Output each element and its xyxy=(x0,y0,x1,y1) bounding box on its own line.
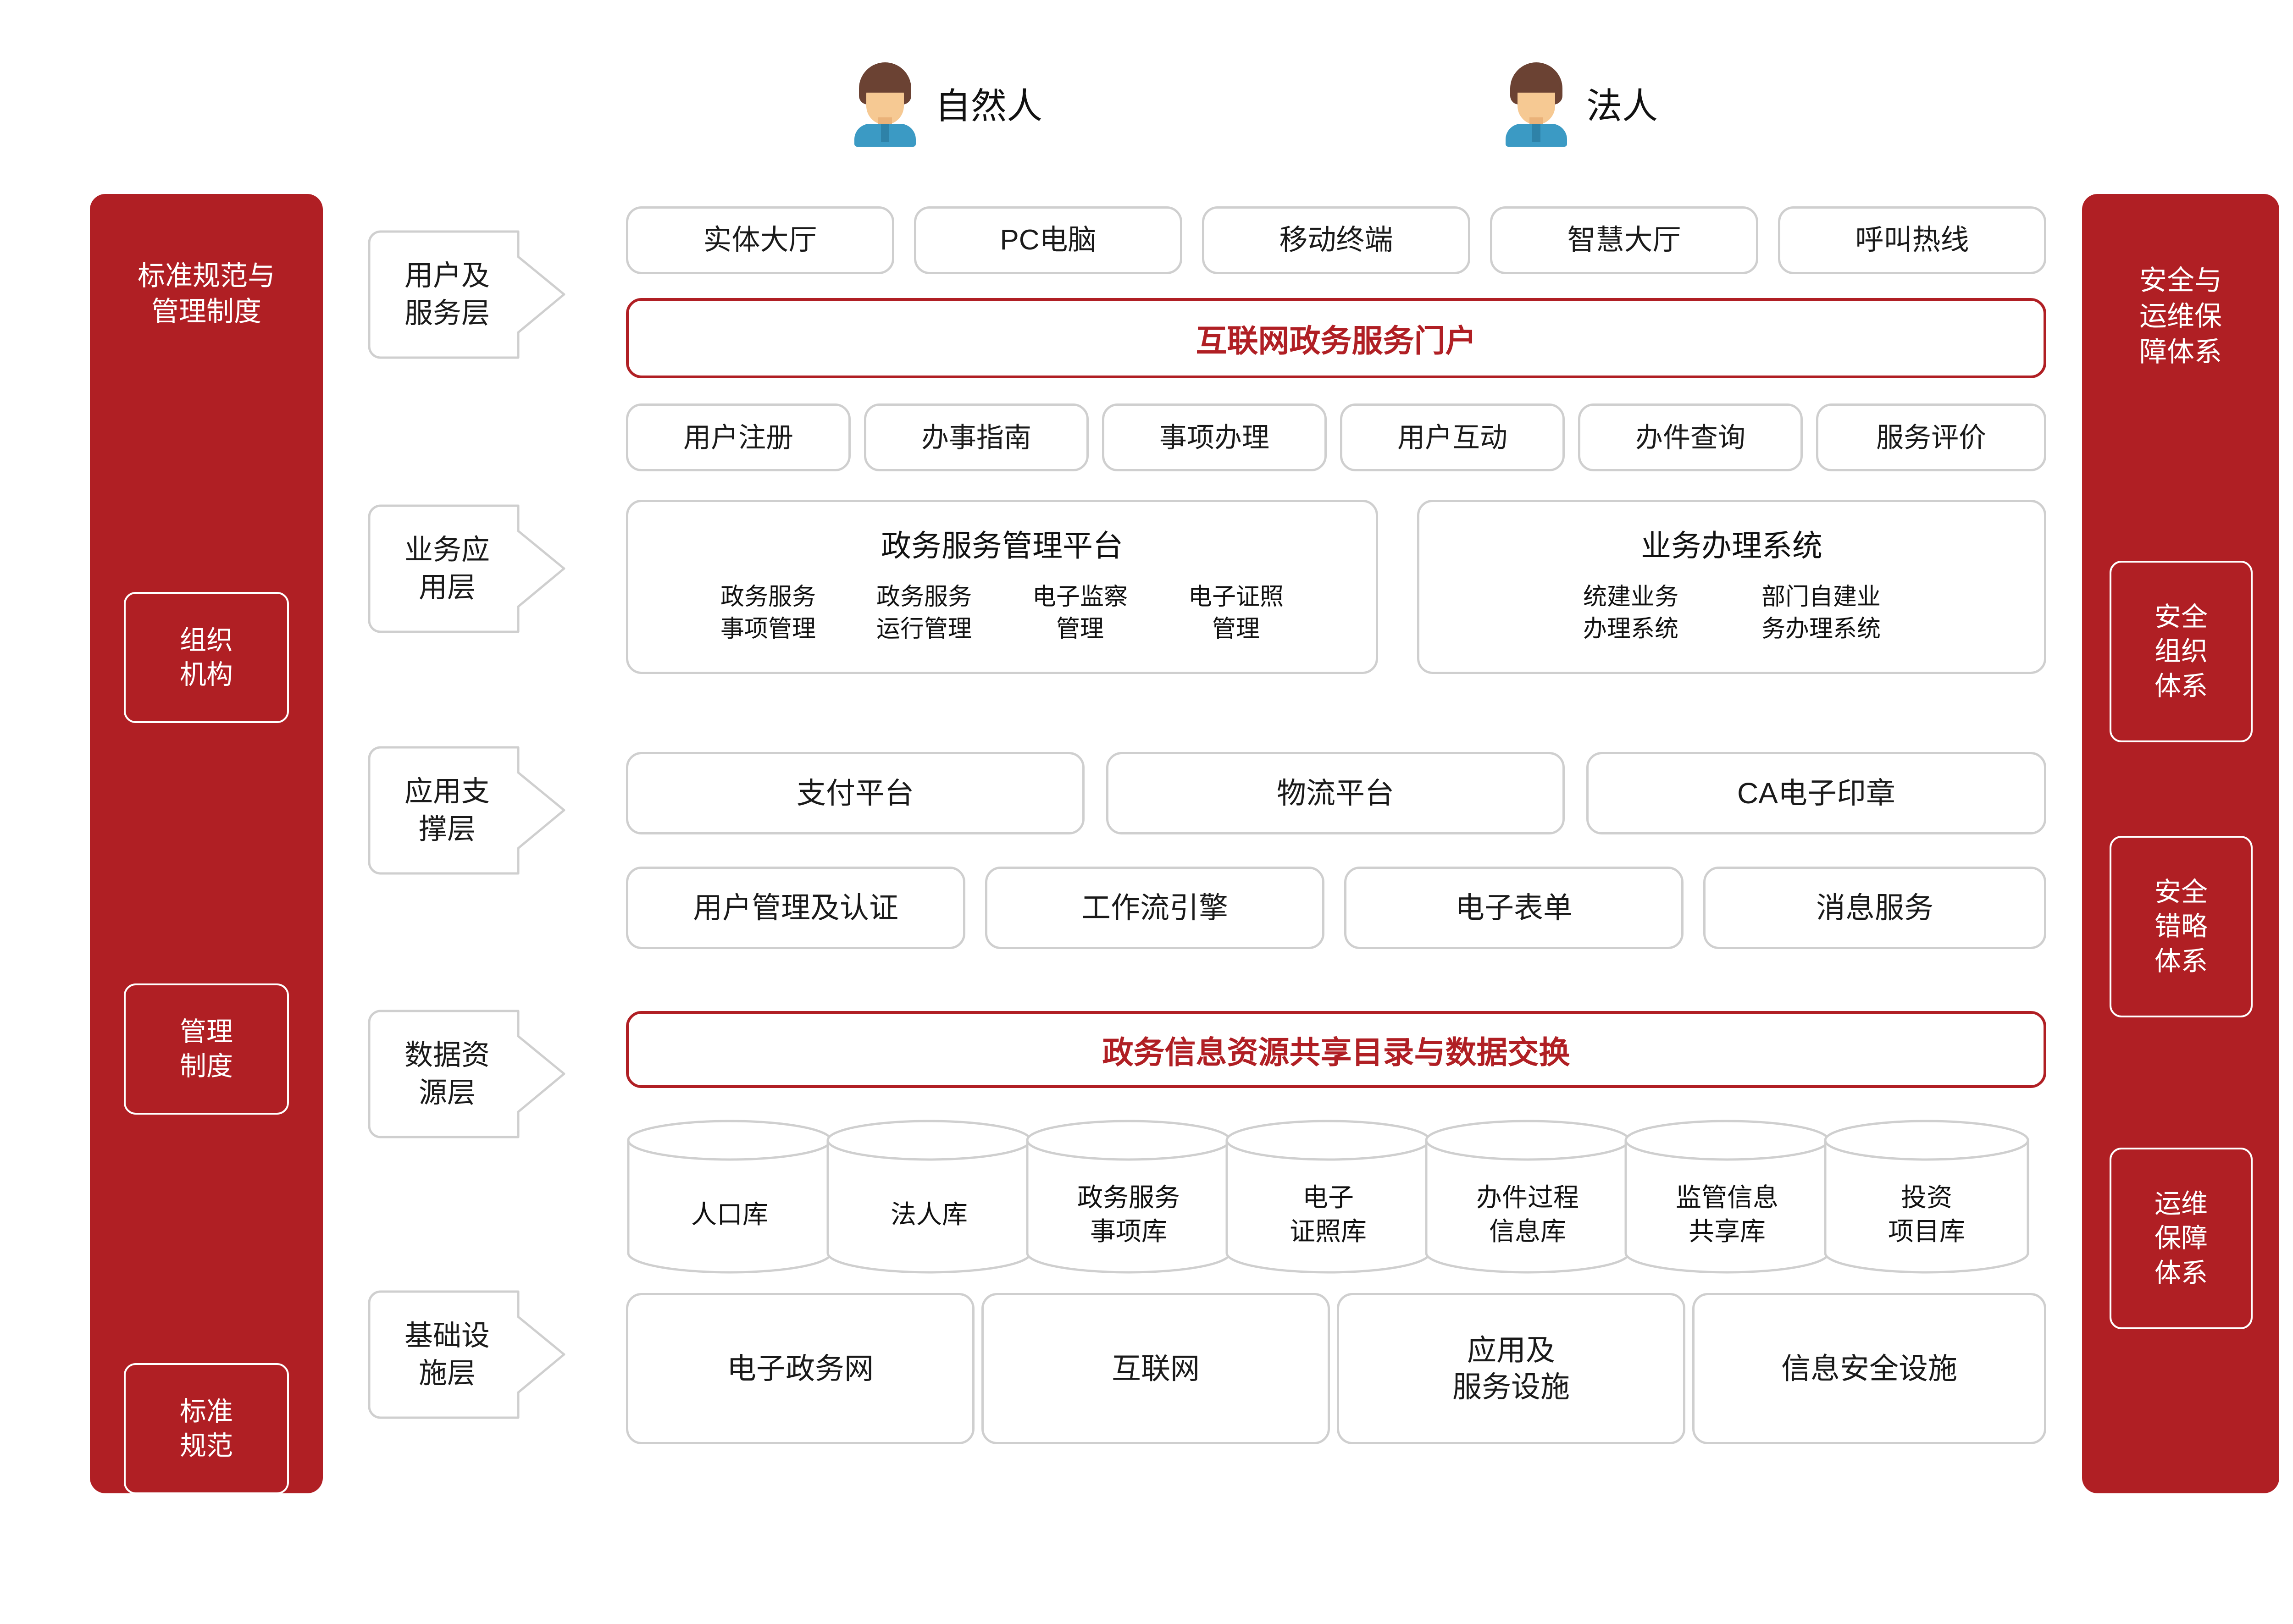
layer-tag-user-service: 用户及 服务层 xyxy=(367,229,569,360)
actor-label: 法人 xyxy=(1586,86,1658,126)
channel-smart-hall[interactable]: 智慧大厅 xyxy=(1490,206,1758,274)
layer-tag-app-support: 应用支 撑层 xyxy=(367,745,569,876)
channel-hotline[interactable]: 呼叫热线 xyxy=(1778,206,2046,274)
database-label: 人口库 xyxy=(691,1200,768,1229)
actor-natural-person: 自然人 xyxy=(851,60,1042,147)
support-ca-eseal[interactable]: CA电子印章 xyxy=(1586,752,2046,834)
business-handling-system[interactable]: 业务办理系统 统建业务 办理系统 部门自建业 务办理系统 xyxy=(1417,500,2046,674)
support-logistics-platform[interactable]: 物流平台 xyxy=(1106,752,1565,834)
support-eform[interactable]: 电子表单 xyxy=(1344,867,1684,949)
right-security-panel: 安全与 运维保 障体系 安全 组织 体系 安全 错略 体系 运维 保障 体系 xyxy=(2082,194,2279,1493)
database-label: 政务服务 事项库 xyxy=(1077,1183,1180,1246)
function-item-handling[interactable]: 事项办理 xyxy=(1102,403,1327,471)
function-service-evaluation[interactable]: 服务评价 xyxy=(1816,403,2046,471)
layer-tag-label: 应用支 撑层 xyxy=(404,775,490,845)
platform-title: 业务办理系统 xyxy=(1641,529,1822,563)
function-case-query[interactable]: 办件查询 xyxy=(1578,403,1803,471)
left-panel-chip-management[interactable]: 管理 制度 xyxy=(124,983,289,1115)
layer-tag-label: 基础设 施层 xyxy=(404,1320,490,1389)
layer-tag-label: 数据资 源层 xyxy=(404,1039,490,1109)
database-case-process[interactable]: 办件过程 信息库 xyxy=(1424,1119,1631,1275)
platform-module[interactable]: 部门自建业 务办理系统 xyxy=(1761,584,1881,643)
layer-tag-infrastructure: 基础设 施层 xyxy=(367,1289,569,1420)
function-guide[interactable]: 办事指南 xyxy=(864,403,1089,471)
database-label: 监管信息 共享库 xyxy=(1676,1183,1778,1246)
database-label: 投资 项目库 xyxy=(1888,1183,1965,1246)
database-label: 办件过程 信息库 xyxy=(1476,1183,1579,1246)
channel-mobile[interactable]: 移动终端 xyxy=(1202,206,1470,274)
right-panel-chip-security-strategy[interactable]: 安全 错略 体系 xyxy=(2110,836,2253,1017)
person-avatar-icon xyxy=(1502,60,1571,147)
right-panel-title: 安全与 运维保 障体系 xyxy=(2139,265,2222,367)
channel-pc[interactable]: PC电脑 xyxy=(914,206,1182,274)
platform-module[interactable]: 政务服务 事项管理 xyxy=(720,584,816,643)
platform-module[interactable]: 政务服务 运行管理 xyxy=(876,584,972,643)
platform-module[interactable]: 电子监察 管理 xyxy=(1032,584,1128,643)
platform-title: 政务服务管理平台 xyxy=(881,529,1123,563)
layer-tag-label: 用户及 服务层 xyxy=(404,260,490,329)
database-ecertificate[interactable]: 电子 证照库 xyxy=(1224,1119,1432,1275)
right-panel-chip-ops-support[interactable]: 运维 保障 体系 xyxy=(2110,1148,2253,1329)
support-payment-platform[interactable]: 支付平台 xyxy=(626,752,1085,834)
support-workflow-engine[interactable]: 工作流引擎 xyxy=(985,867,1324,949)
function-user-register[interactable]: 用户注册 xyxy=(626,403,851,471)
database-investment-projects[interactable]: 投资 项目库 xyxy=(1823,1119,2030,1275)
right-panel-chip-security-org[interactable]: 安全 组织 体系 xyxy=(2110,561,2253,742)
support-message-service[interactable]: 消息服务 xyxy=(1703,867,2046,949)
infra-information-security-facility[interactable]: 信息安全设施 xyxy=(1692,1293,2046,1444)
person-avatar-icon xyxy=(851,60,919,147)
internet-government-service-portal[interactable]: 互联网政务服务门户 xyxy=(626,298,2046,378)
database-service-items[interactable]: 政务服务 事项库 xyxy=(1025,1119,1232,1275)
database-label: 法人库 xyxy=(891,1200,968,1229)
function-user-interaction[interactable]: 用户互动 xyxy=(1340,403,1565,471)
database-population[interactable]: 人口库 xyxy=(626,1119,833,1275)
data-exchange-catalog-bar[interactable]: 政务信息资源共享目录与数据交换 xyxy=(626,1011,2046,1088)
left-panel-title: 标准规范与管理制度 xyxy=(138,260,275,327)
left-panel-chip-standards[interactable]: 标准 规范 xyxy=(124,1363,289,1494)
layer-tag-business-app: 业务应 用层 xyxy=(367,503,569,634)
infra-app-service-facility[interactable]: 应用及 服务设施 xyxy=(1337,1293,1685,1444)
layer-tag-label: 业务应 用层 xyxy=(404,534,490,603)
database-supervision-share[interactable]: 监管信息 共享库 xyxy=(1623,1119,1831,1275)
database-label: 电子 证照库 xyxy=(1290,1183,1367,1246)
layer-tag-data-resource: 数据资 源层 xyxy=(367,1009,569,1139)
support-user-management-auth[interactable]: 用户管理及认证 xyxy=(626,867,965,949)
left-governance-panel: 标准规范与管理制度 组织 机构 管理 制度 标准 规范 xyxy=(90,194,323,1494)
channel-entity-hall[interactable]: 实体大厅 xyxy=(626,206,894,274)
infra-internet[interactable]: 互联网 xyxy=(981,1293,1330,1444)
platform-module[interactable]: 统建业务 办理系统 xyxy=(1583,584,1678,643)
left-panel-chip-organization[interactable]: 组织 机构 xyxy=(124,592,289,723)
platform-module[interactable]: 电子证照 管理 xyxy=(1188,584,1284,643)
actor-label: 自然人 xyxy=(935,86,1043,126)
actor-legal-person: 法人 xyxy=(1502,60,1658,147)
database-legal-entity[interactable]: 法人库 xyxy=(825,1119,1033,1275)
infra-egov-network[interactable]: 电子政务网 xyxy=(626,1293,975,1444)
government-service-management-platform[interactable]: 政务服务管理平台 政务服务 事项管理 政务服务 运行管理 电子监察 管理 电子证… xyxy=(626,500,1378,674)
actors-row: 自然人 法人 xyxy=(0,50,2293,160)
